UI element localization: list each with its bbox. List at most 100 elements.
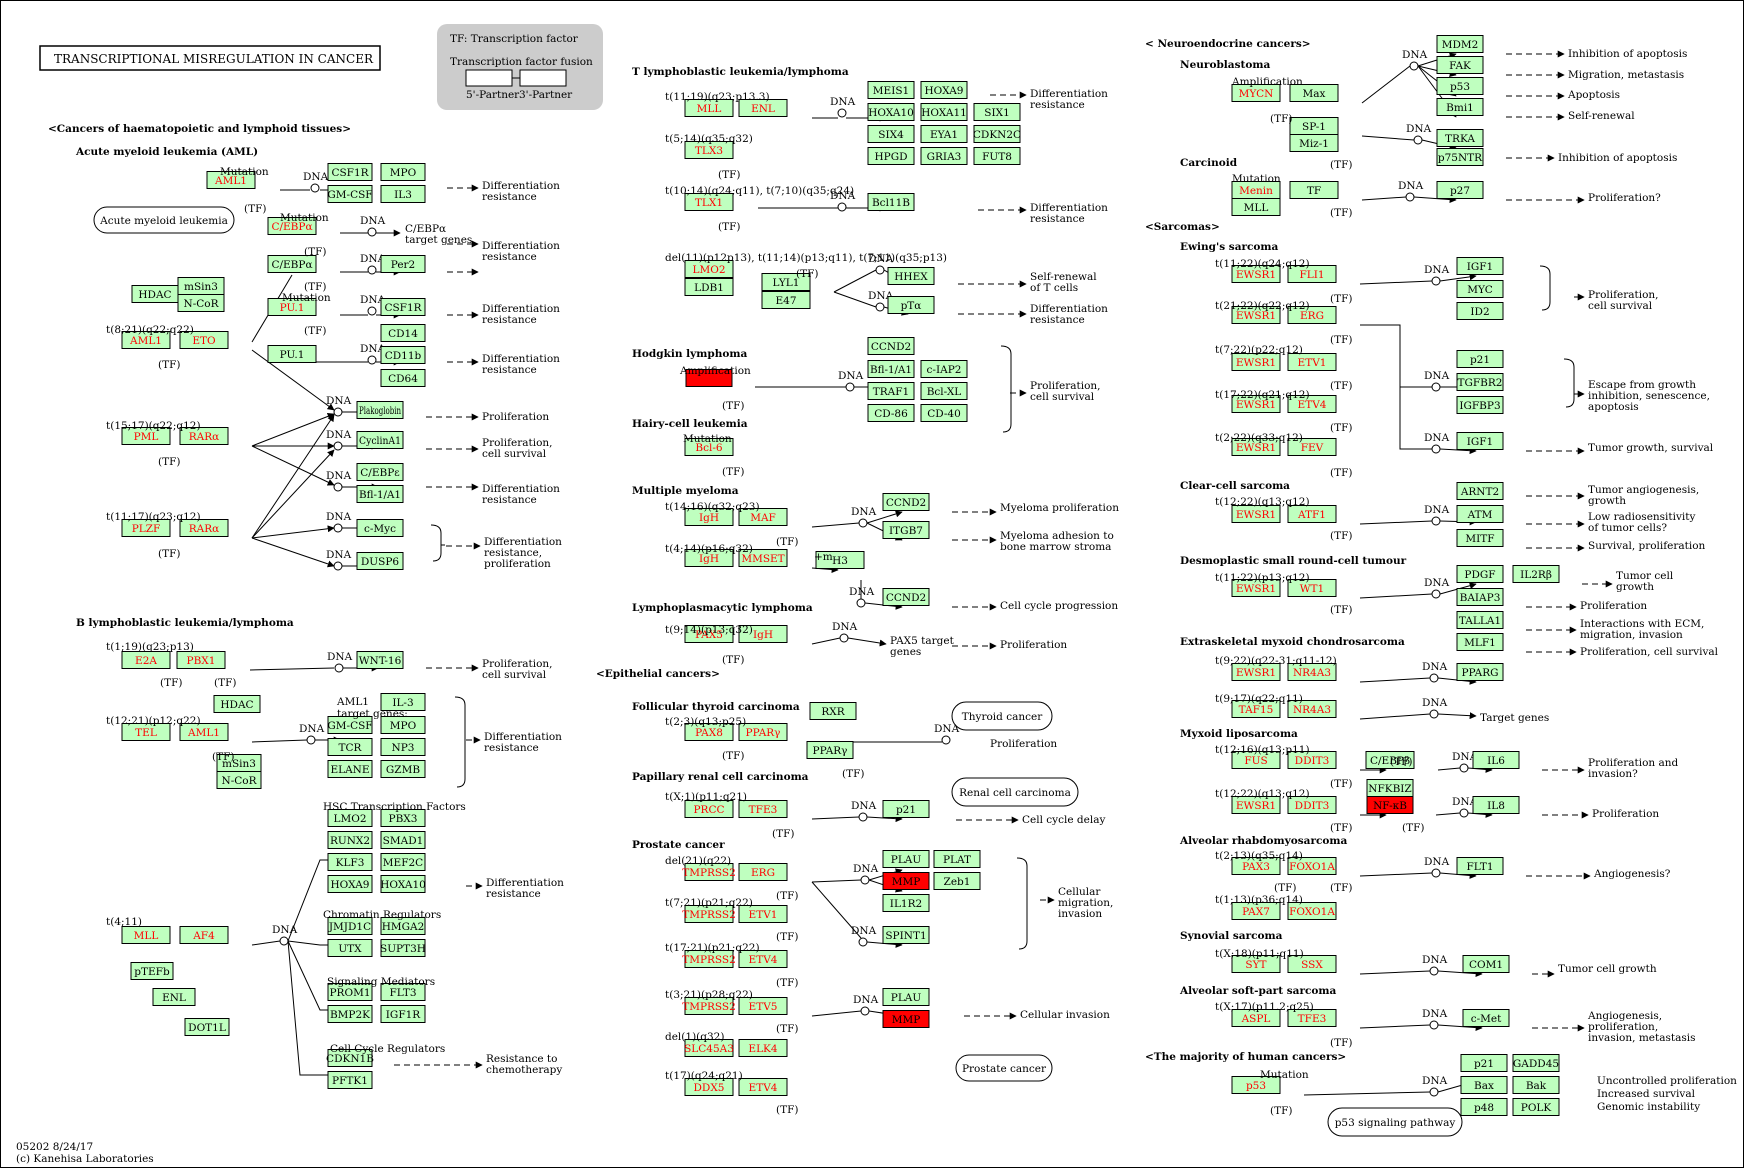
gene-lmo2[interactable]: LMO2 — [684, 260, 734, 278]
map-link-p53-signaling[interactable]: p53 signaling pathway — [1327, 1107, 1463, 1137]
gene-flt3[interactable]: FLT3 — [380, 983, 426, 1001]
gene-supt3h[interactable]: SUPT3H — [380, 939, 426, 957]
gene-myc[interactable]: MYC — [1456, 280, 1504, 298]
gene-csf1r[interactable]: CSF1R — [327, 163, 373, 181]
map-link-thyroid-cancer[interactable]: Thyroid cancer — [951, 701, 1053, 731]
gene-mll[interactable]: MLL — [121, 926, 171, 944]
gene-mll[interactable]: MLL — [684, 99, 734, 117]
gene-ewsr1[interactable]: EWSR1 — [1231, 306, 1281, 324]
gene-jmjd1c[interactable]: JMJD1C — [327, 917, 373, 935]
gene-elane[interactable]: ELANE — [327, 760, 373, 778]
gene-ewsr1[interactable]: EWSR1 — [1231, 265, 1281, 283]
gene-fak[interactable]: FAK — [1436, 56, 1484, 74]
map-link-renal-cell-carcinoma[interactable]: Renal cell carcinoma — [951, 777, 1079, 807]
gene-plzf[interactable]: PLZF — [121, 519, 171, 537]
gene-csf1r[interactable]: CSF1R — [380, 298, 426, 316]
gene-igh[interactable]: IgH — [738, 625, 788, 643]
gene-baiap3[interactable]: BAIAP3 — [1456, 588, 1504, 606]
gene-bak[interactable]: Bak — [1512, 1076, 1560, 1094]
gene-flt1[interactable]: FLT1 — [1456, 857, 1504, 875]
gene-miz-1[interactable]: Miz-1 — [1289, 134, 1339, 152]
gene-dusp6[interactable]: DUSP6 — [356, 552, 404, 570]
gene-rar[interactable]: RARα — [179, 519, 229, 537]
gene-tlx3[interactable]: TLX3 — [684, 141, 734, 159]
gene-nr4a3[interactable]: NR4A3 — [1287, 700, 1337, 718]
gene-igf1[interactable]: IGF1 — [1456, 257, 1504, 275]
gene-ptefb[interactable]: pTEFb — [130, 962, 174, 980]
gene-arnt2[interactable]: ARNT2 — [1456, 482, 1504, 500]
gene-hhex[interactable]: HHEX — [887, 267, 935, 285]
gene-tfe3[interactable]: TFE3 — [738, 800, 788, 818]
gene-igf1[interactable]: IGF1 — [1456, 432, 1504, 450]
gene-slc45a3[interactable]: SLC45A3 — [684, 1039, 734, 1057]
gene-p53[interactable]: p53 — [1436, 77, 1484, 95]
gene-elk4[interactable]: ELK4 — [738, 1039, 788, 1057]
gene-lyl1[interactable]: LYL1 — [761, 273, 811, 291]
gene-bfl-1-a1[interactable]: Bfl-1/A1 — [356, 485, 404, 503]
gene-msin3[interactable]: mSin3 — [177, 277, 225, 295]
gene-etv4[interactable]: ETV4 — [738, 950, 788, 968]
gene-plat[interactable]: PLAT — [933, 850, 981, 868]
gene-pbx1[interactable]: PBX1 — [176, 651, 226, 669]
gene-trka[interactable]: TRKA — [1436, 129, 1484, 147]
gene-ppar[interactable]: PPARγ — [738, 723, 788, 741]
gene-pu-1[interactable]: PU.1 — [267, 298, 317, 316]
gene-aml1[interactable]: AML1 — [121, 331, 171, 349]
gene-erg[interactable]: ERG — [1287, 306, 1337, 324]
gene-ccnd2[interactable]: CCND2 — [882, 493, 930, 511]
gene-mll[interactable]: MLL — [1231, 198, 1281, 216]
gene-fev[interactable]: FEV — [1287, 438, 1337, 456]
gene-e47[interactable]: E47 — [761, 291, 811, 309]
gene-il3[interactable]: IL3 — [380, 185, 426, 203]
gene-atm[interactable]: ATM — [1456, 505, 1504, 523]
gene-mdm2[interactable]: MDM2 — [1436, 35, 1484, 53]
gene-ddx5[interactable]: DDX5 — [684, 1078, 734, 1096]
gene-tel[interactable]: TEL — [121, 723, 171, 741]
gene-msin3[interactable]: mSin3 — [216, 754, 262, 772]
gene-etv1[interactable]: ETV1 — [1287, 353, 1337, 371]
gene-ewsr1[interactable]: EWSR1 — [1231, 663, 1281, 681]
gene-hoxa11[interactable]: HOXA11 — [920, 103, 968, 121]
gene-bcl-xl[interactable]: Bcl-XL — [920, 382, 968, 400]
gene-il8[interactable]: IL8 — [1472, 796, 1520, 814]
gene-pax3[interactable]: PAX3 — [1231, 857, 1281, 875]
gene-sp-1[interactable]: SP-1 — [1289, 117, 1339, 135]
gene-igf1r[interactable]: IGF1R — [380, 1005, 426, 1023]
gene-max[interactable]: Max — [1289, 84, 1339, 102]
gene-p48[interactable]: p48 — [1460, 1098, 1508, 1116]
gene-c-myc[interactable]: c-Myc — [356, 519, 404, 537]
gene-etv5[interactable]: ETV5 — [738, 997, 788, 1015]
gene-igh[interactable]: IgH — [684, 508, 734, 526]
gene-ccnd2[interactable]: CCND2 — [882, 588, 930, 606]
gene-il2r[interactable]: IL2Rβ — [1512, 565, 1560, 583]
gene-utx[interactable]: UTX — [327, 939, 373, 957]
gene-foxo1a[interactable]: FOXO1A — [1287, 857, 1337, 875]
gene-foxo1a[interactable]: FOXO1A — [1287, 902, 1337, 920]
gene-ddit3[interactable]: DDIT3 — [1287, 796, 1337, 814]
gene-rxr[interactable]: RXR — [809, 702, 857, 720]
gene-bmp2k[interactable]: BMP2K — [327, 1005, 373, 1023]
gene-runx2[interactable]: RUNX2 — [327, 831, 373, 849]
gene-pml[interactable]: PML — [121, 427, 171, 445]
gene-erg[interactable]: ERG — [738, 863, 788, 881]
gene-bcl-6[interactable]: Bcl-6 — [684, 438, 734, 456]
gene-cdkn1b[interactable]: CDKN1B — [326, 1049, 374, 1067]
gene-plau[interactable]: PLAU — [882, 850, 930, 868]
gene-tmprss2[interactable]: TMPRSS2 — [682, 905, 736, 923]
gene-ewsr1[interactable]: EWSR1 — [1231, 579, 1281, 597]
gene-maf[interactable]: MAF — [738, 508, 788, 526]
gene-dot1l[interactable]: DOT1L — [184, 1018, 230, 1036]
gene-ewsr1[interactable]: EWSR1 — [1231, 438, 1281, 456]
gene-etv1[interactable]: ETV1 — [738, 905, 788, 923]
gene-gria3[interactable]: GRIA3 — [920, 147, 968, 165]
gene-hdac[interactable]: HDAC — [213, 695, 261, 713]
gene-h3[interactable]: H3 — [815, 551, 865, 569]
gene-cd14[interactable]: CD14 — [380, 324, 426, 342]
gene-bcl11b[interactable]: Bcl11B — [867, 193, 915, 211]
gene-il1r2[interactable]: IL1R2 — [882, 894, 930, 912]
gene-per2[interactable]: Per2 — [380, 255, 426, 273]
gene-bfl-1-a1[interactable]: Bfl-1/A1 — [867, 360, 915, 378]
gene-c-ebp[interactable]: C/EBPα — [267, 217, 317, 235]
gene-itgb7[interactable]: ITGB7 — [882, 521, 930, 539]
gene-eya1[interactable]: EYA1 — [920, 125, 968, 143]
